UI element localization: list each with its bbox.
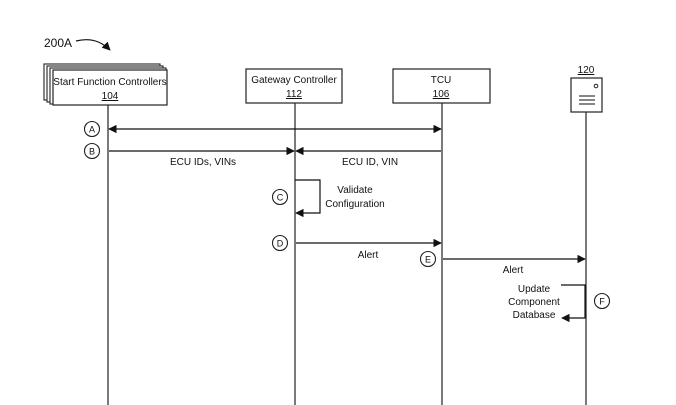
self-loop-arrow — [295, 179, 321, 218]
self-loop-label-line-3: Database — [513, 310, 556, 321]
step-marker-label: E — [425, 255, 431, 265]
message-label-right: ECU ID, VIN — [342, 157, 398, 168]
participant-start-function-controllers: Start Function Controllers 104 — [43, 63, 168, 106]
participant-tcu: TCU 106 — [392, 68, 491, 104]
step-marker-label: C — [277, 193, 284, 203]
step-f: Update Component Database F — [508, 284, 611, 323]
step-marker — [593, 292, 611, 310]
participant-title: TCU — [431, 75, 452, 86]
participant-ref: 106 — [433, 89, 450, 100]
self-loop-arrow — [561, 284, 586, 323]
step-marker — [83, 142, 101, 160]
step-d: D Alert — [271, 234, 442, 261]
message-label-left: ECU IDs, VINs — [170, 157, 236, 168]
step-marker-label: B — [89, 147, 95, 157]
self-loop-label-line-1: Update — [518, 284, 551, 295]
server-icon — [570, 77, 603, 113]
figure-label: 200A — [44, 36, 72, 50]
participant-ref: 104 — [102, 91, 119, 102]
self-loop-label-line-2: Configuration — [325, 199, 384, 210]
message-label: Alert — [358, 250, 379, 261]
participant-server: 120 — [570, 65, 603, 113]
step-marker — [419, 250, 437, 268]
step-marker-label: A — [89, 125, 95, 135]
step-marker-label: F — [599, 297, 605, 307]
figure-label-arrow — [75, 39, 111, 51]
server-ref: 120 — [578, 65, 595, 76]
step-b: B ECU IDs, VINs ECU ID, VIN — [83, 142, 441, 168]
step-marker-label: D — [277, 239, 284, 249]
participant-title: Start Function Controllers — [53, 77, 166, 88]
message-label: Alert — [503, 265, 524, 276]
self-loop-label-line-2: Component — [508, 297, 560, 308]
self-loop-label-line-1: Validate — [337, 185, 373, 196]
step-e: E Alert — [419, 250, 586, 276]
participant-ref: 112 — [286, 89, 302, 100]
step-a: A — [83, 120, 442, 138]
participant-title: Gateway Controller — [251, 75, 337, 86]
step-c: C Validate Configuration — [271, 179, 385, 218]
step-marker — [271, 188, 289, 206]
step-marker — [271, 234, 289, 252]
participant-gateway-controller: Gateway Controller 112 — [245, 68, 343, 104]
step-marker — [83, 120, 101, 138]
